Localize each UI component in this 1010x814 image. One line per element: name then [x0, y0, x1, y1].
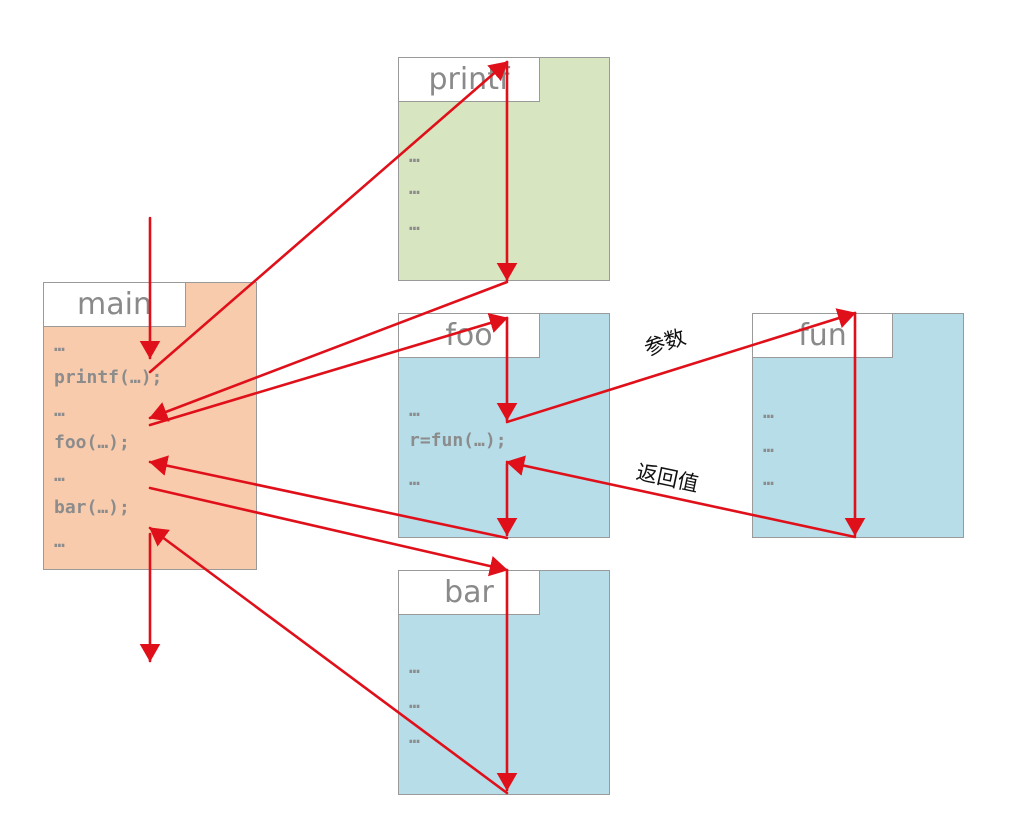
fun-function-box: fun … … …: [752, 313, 964, 538]
bar-line-1: …: [409, 657, 420, 678]
bar-title: bar: [398, 570, 540, 615]
foo-line-1: …: [409, 400, 420, 421]
main-line-6: bar(…);: [54, 497, 130, 518]
main-line-2: printf(…);: [54, 367, 163, 388]
main-line-4: foo(…);: [54, 432, 130, 453]
printf-line-2: …: [409, 178, 420, 199]
return-value-label: 返回值: [634, 459, 701, 497]
printf-line-3: …: [409, 214, 420, 235]
foo-title: foo: [398, 313, 540, 358]
main-function-box: main … printf(…); … foo(…); … bar(…); …: [43, 282, 257, 570]
bar-function-box: bar … … …: [398, 570, 610, 795]
fun-line-1: …: [763, 402, 774, 423]
foo-line-3: …: [409, 469, 420, 490]
main-line-5: …: [54, 465, 65, 486]
bar-line-2: …: [409, 692, 420, 713]
main-line-7: …: [54, 531, 65, 552]
fun-title: fun: [752, 313, 893, 358]
printf-function-box: printf … … …: [398, 57, 610, 281]
fun-line-3: …: [763, 469, 774, 490]
bar-line-3: …: [409, 727, 420, 748]
main-title: main: [43, 282, 186, 327]
params-label: 参数: [641, 324, 689, 361]
foo-line-2: r=fun(…);: [409, 430, 507, 451]
foo-function-box: foo … r=fun(…); …: [398, 313, 610, 538]
main-line-3: …: [54, 400, 65, 421]
printf-title: printf: [398, 57, 540, 102]
main-line-1: …: [54, 335, 65, 356]
printf-line-1: …: [409, 146, 420, 167]
fun-line-2: …: [763, 436, 774, 457]
